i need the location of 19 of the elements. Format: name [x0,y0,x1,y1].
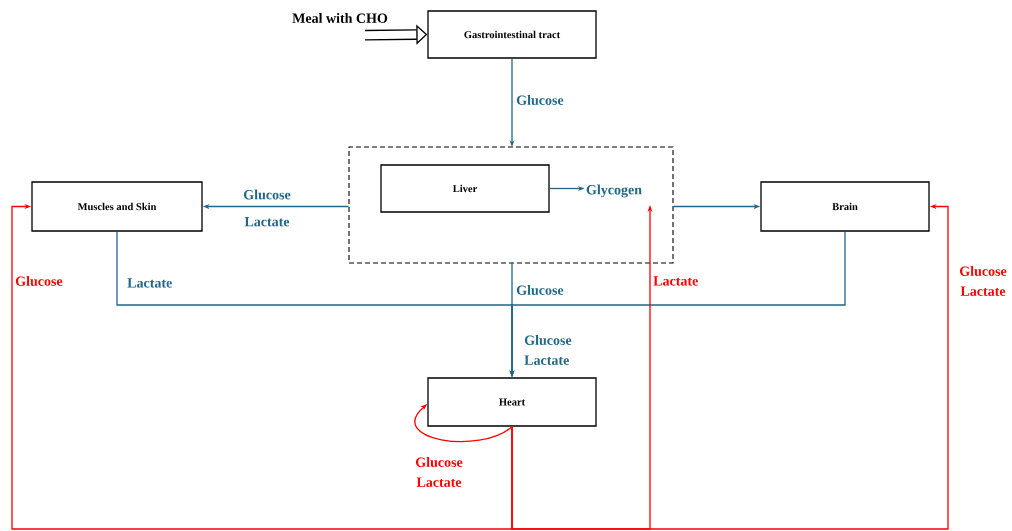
process-box: Liver [380,164,550,213]
flow-label: Glucose Lactate [524,335,572,365]
dashed-group-box [348,146,674,264]
process-box: Gastrointestinal tract [427,10,597,59]
process-box: Brain [760,181,930,232]
edge-label: Lactate [653,276,698,286]
edge-label: Glucose Lactate [415,457,463,487]
process-box: Heart [427,377,597,427]
edge-label: Glucose [516,95,564,105]
input-label: Meal with CHO [292,13,388,23]
arrow [11,203,513,530]
edge-label: Glucose [516,285,564,295]
process-box: Muscles and Skin [31,181,203,232]
product-label: Glycogen [586,184,642,198]
edge-label: Glucose Lactate [960,266,1007,296]
edge-label: Lactate [127,278,172,288]
edge-label: Glucose Lactate [243,189,291,227]
arrow [414,404,513,443]
edge-label: Glucose [15,276,63,286]
